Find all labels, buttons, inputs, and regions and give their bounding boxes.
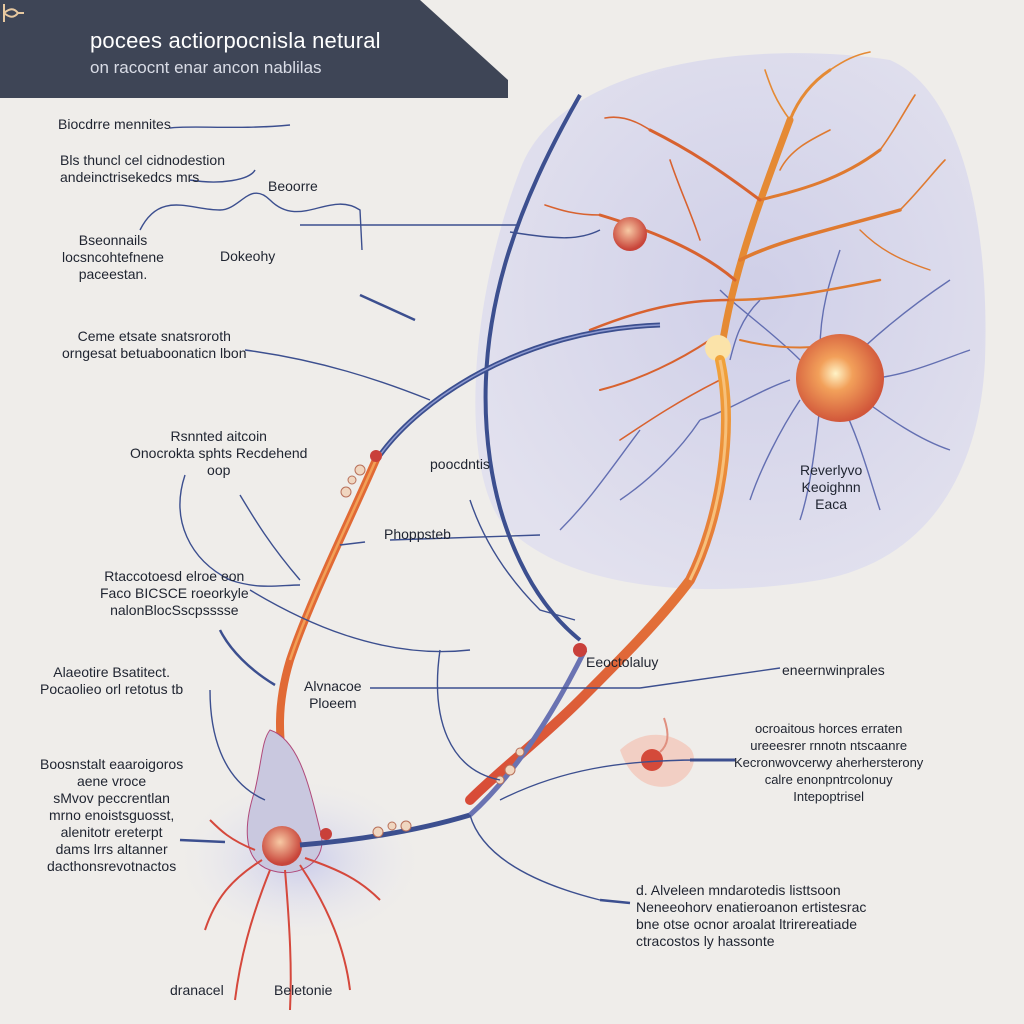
label-beletonie: Beletonie: [274, 982, 333, 998]
left-axon: [276, 451, 382, 784]
label-eeoctolaluy: Eeoctolaluy: [586, 654, 659, 670]
soma-main: [796, 334, 884, 422]
page-subtitle: on racocnt enar ancon nablilas: [90, 58, 322, 77]
blue-dendrites: [559, 249, 971, 531]
label-eneernwinprales: eneernwinprales: [782, 662, 885, 678]
soma-small-upper: [613, 217, 647, 251]
header-banner: pocees actiorpocnisla netural on racocnt…: [0, 0, 510, 98]
axon-hillock: [705, 335, 731, 361]
page-title: pocees actiorpocnisla netural: [90, 28, 381, 53]
node-red: [573, 643, 587, 657]
label-poocdntis: poocdntis: [430, 456, 490, 472]
leader-lines: [139, 124, 781, 905]
cell-region: [475, 53, 986, 590]
label-alaeotire: Alaeotire Bsatitect.Pocaolieo orl retotu…: [40, 664, 184, 697]
label-biocdrre: Biocdrre mennites: [58, 116, 171, 132]
label-dokeohy: Dokeohy: [220, 248, 276, 264]
neuron-logo-icon: [3, 4, 24, 22]
label-dranacel: dranacel: [170, 982, 224, 998]
lower-axon: [299, 812, 471, 848]
label-beoorre: Beoorre: [268, 178, 318, 194]
blue-axon-arc: [483, 94, 582, 642]
label-phoppsteb: Phoppsteb: [384, 526, 451, 542]
synapse-knobs: [340, 464, 525, 838]
bottom-soma: [262, 826, 302, 866]
bottom-dendrites: [204, 819, 381, 1011]
right-neuron-soma: [641, 749, 663, 771]
